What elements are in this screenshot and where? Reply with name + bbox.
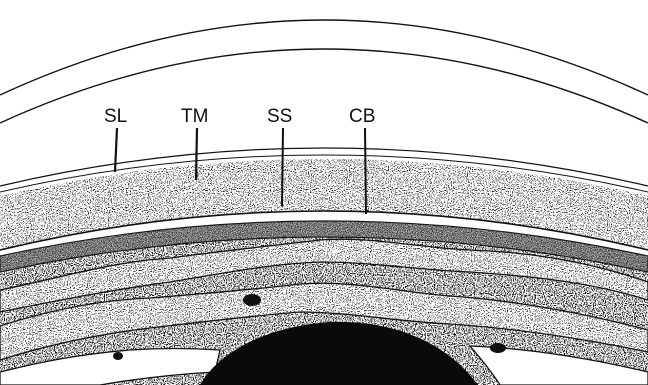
- sl-leader-line: [115, 128, 117, 172]
- tm-leader-line: [196, 128, 197, 180]
- outer-arc-2: [0, 49, 648, 123]
- iris-crypt-1: [243, 294, 261, 306]
- iris-crypt-3: [113, 352, 123, 360]
- label-cb: CB: [349, 106, 375, 127]
- label-sl: SL: [104, 106, 127, 127]
- cb-leader-line: [365, 128, 366, 214]
- ss-leader-line: [282, 128, 283, 206]
- label-ss: SS: [267, 106, 292, 127]
- iris-crypt-2: [490, 343, 506, 353]
- outer-arc-1: [0, 20, 648, 95]
- label-tm: TM: [181, 106, 208, 127]
